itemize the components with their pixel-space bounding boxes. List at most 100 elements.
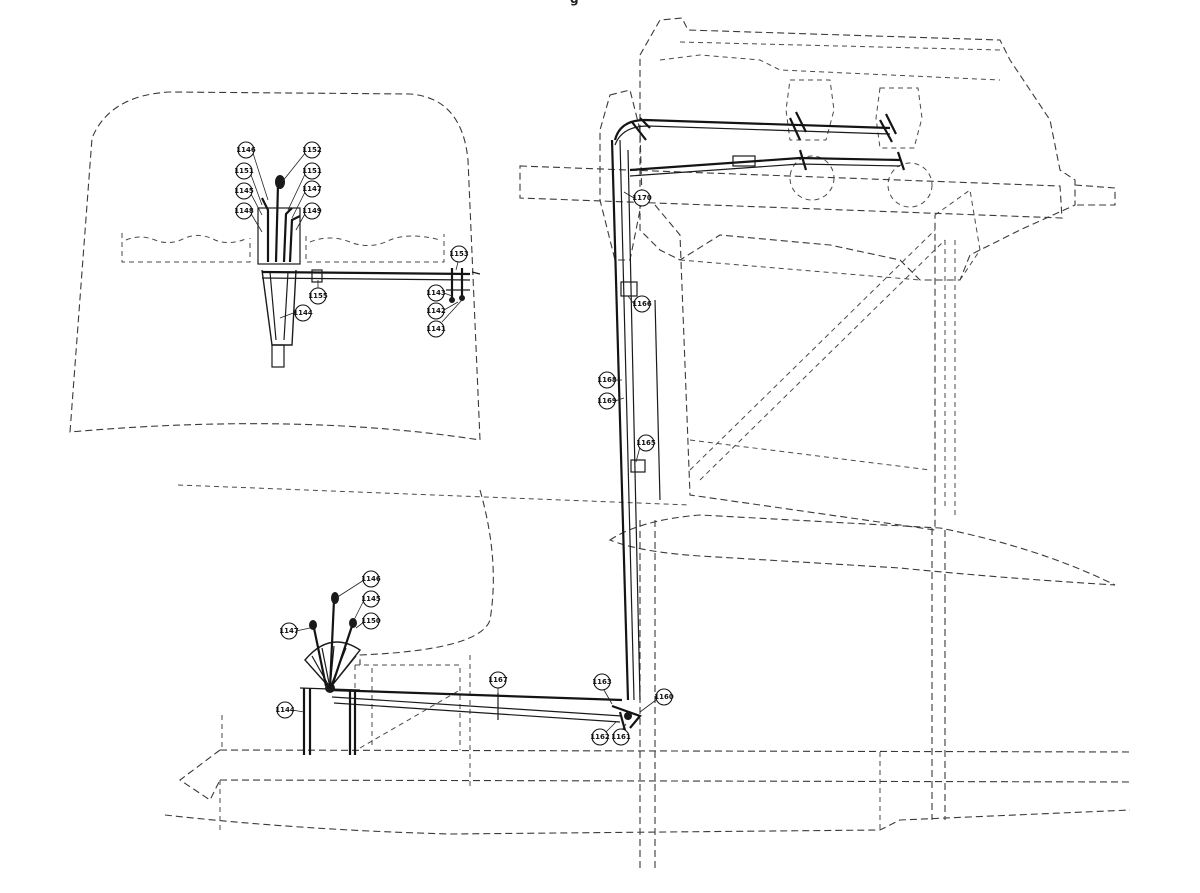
hull-frame-left	[221, 655, 471, 790]
inset-crank-pin-1	[449, 297, 455, 303]
rod-clamp-upper	[620, 281, 638, 297]
callout-label: 1166	[632, 300, 652, 308]
callout: 1146	[335, 570, 381, 599]
carb-lever-2	[879, 113, 897, 143]
quadrant-lever-main	[328, 599, 336, 689]
nacelle-right-edge	[934, 189, 981, 281]
right-lever-knob	[349, 618, 357, 628]
vertical-rod-a	[610, 139, 630, 701]
callout: 1145	[234, 182, 263, 216]
header-fragment: g	[570, 0, 579, 6]
vertical-rod-c	[627, 149, 641, 701]
callout-label: 1141	[426, 325, 446, 333]
engine-nacelle	[519, 17, 1116, 531]
hull-and-wing	[164, 484, 1131, 870]
carb-lever-3	[798, 149, 906, 171]
callout-label: 1167	[488, 676, 508, 684]
left-lever-knob	[309, 620, 317, 630]
callout-label: 1161	[611, 733, 631, 741]
callout: 1170	[623, 189, 652, 207]
inset-cross-rod	[261, 270, 471, 276]
mixture-rod-lower-2	[629, 163, 901, 177]
hull-outline	[164, 809, 1131, 835]
engine-block-outline	[639, 17, 1076, 281]
callouts: 1146 1152 1151 1151 1145 1147	[234, 141, 674, 746]
callout-label: 1143	[426, 289, 446, 297]
engine-top-detail	[659, 41, 1001, 81]
callout: 1143	[426, 284, 453, 302]
inset-cockpit-view	[69, 91, 481, 441]
callout-label: 1162	[590, 733, 610, 741]
mixture-rod-lower	[629, 156, 901, 172]
main-lever-knob	[331, 592, 339, 604]
callout-label: 1165	[636, 439, 656, 447]
inset-column-inner	[269, 271, 289, 341]
callout-label: 1152	[302, 146, 322, 154]
nacelle-inner-right	[944, 240, 956, 515]
callout: 1162	[590, 721, 617, 746]
support-left	[302, 688, 312, 755]
hull-deck	[219, 749, 1131, 783]
inset-seat-right-top	[309, 235, 441, 246]
callout: 1151	[234, 162, 263, 206]
horizontal-link-third	[333, 702, 621, 723]
quadrant-lever-left	[312, 627, 328, 687]
callout-label: 1147	[302, 185, 322, 193]
callout: 1169	[597, 392, 625, 410]
callout: 1147	[279, 622, 311, 640]
prop-shaft	[1074, 184, 1116, 206]
callout: 1152	[281, 141, 322, 183]
inset-quadrant-box	[257, 207, 301, 265]
callout: 1155	[308, 280, 328, 305]
callout-label: 1148	[234, 207, 254, 215]
callout-label: 1145	[361, 595, 381, 603]
inset-column-foot	[271, 344, 285, 368]
callout: 1144	[279, 304, 313, 322]
inset-lever-2	[274, 183, 280, 263]
callout: 1141	[426, 299, 463, 338]
rod-clamp-lower	[630, 459, 646, 473]
inset-seat-left-top	[125, 234, 249, 244]
top-bellcrank	[631, 117, 651, 141]
callout-label: 1160	[654, 693, 674, 701]
callout: 1167	[488, 671, 508, 694]
wheel-left	[789, 155, 835, 201]
callout-label: 1150	[361, 617, 381, 625]
callout-label: 1170	[632, 194, 652, 202]
callout-label: 1146	[236, 146, 256, 154]
control-linkage	[299, 111, 906, 755]
bottom-bellcrank	[611, 704, 642, 735]
inset-knob-main	[275, 175, 285, 189]
callout-label: 1163	[592, 678, 612, 686]
callout-label: 1155	[308, 292, 328, 300]
nacelle-body	[654, 204, 936, 531]
inset-crank-arm	[446, 271, 481, 291]
callout: 1168	[597, 371, 622, 389]
strut-right-pair	[931, 528, 946, 820]
inset-outline	[69, 91, 481, 441]
callout-label: 1169	[597, 397, 617, 405]
cockpit-diagonal	[359, 689, 461, 749]
callout-label: 1153	[449, 250, 469, 258]
callout-label: 1144	[293, 309, 313, 317]
strut-left-pair	[639, 520, 656, 870]
callout: 1151	[287, 162, 322, 211]
diagonal-strut	[689, 229, 946, 481]
horizontal-link-lower	[331, 696, 623, 717]
callout: 1146	[236, 141, 269, 201]
callout: 1165	[635, 434, 656, 463]
cylinder-left	[785, 79, 835, 141]
throttle-rod-upper-2	[614, 125, 891, 146]
support-right	[348, 690, 357, 755]
inset-column	[261, 269, 297, 346]
cylinder-right	[875, 87, 923, 149]
inset-seat-left	[121, 233, 251, 263]
callout: 1145	[353, 590, 381, 621]
inset-right-crank	[450, 268, 464, 300]
callout: 1149	[295, 202, 322, 231]
callout-label: 1145	[234, 187, 254, 195]
inset-cross-rod-2	[261, 277, 471, 281]
cockpit-coaming	[359, 489, 494, 665]
